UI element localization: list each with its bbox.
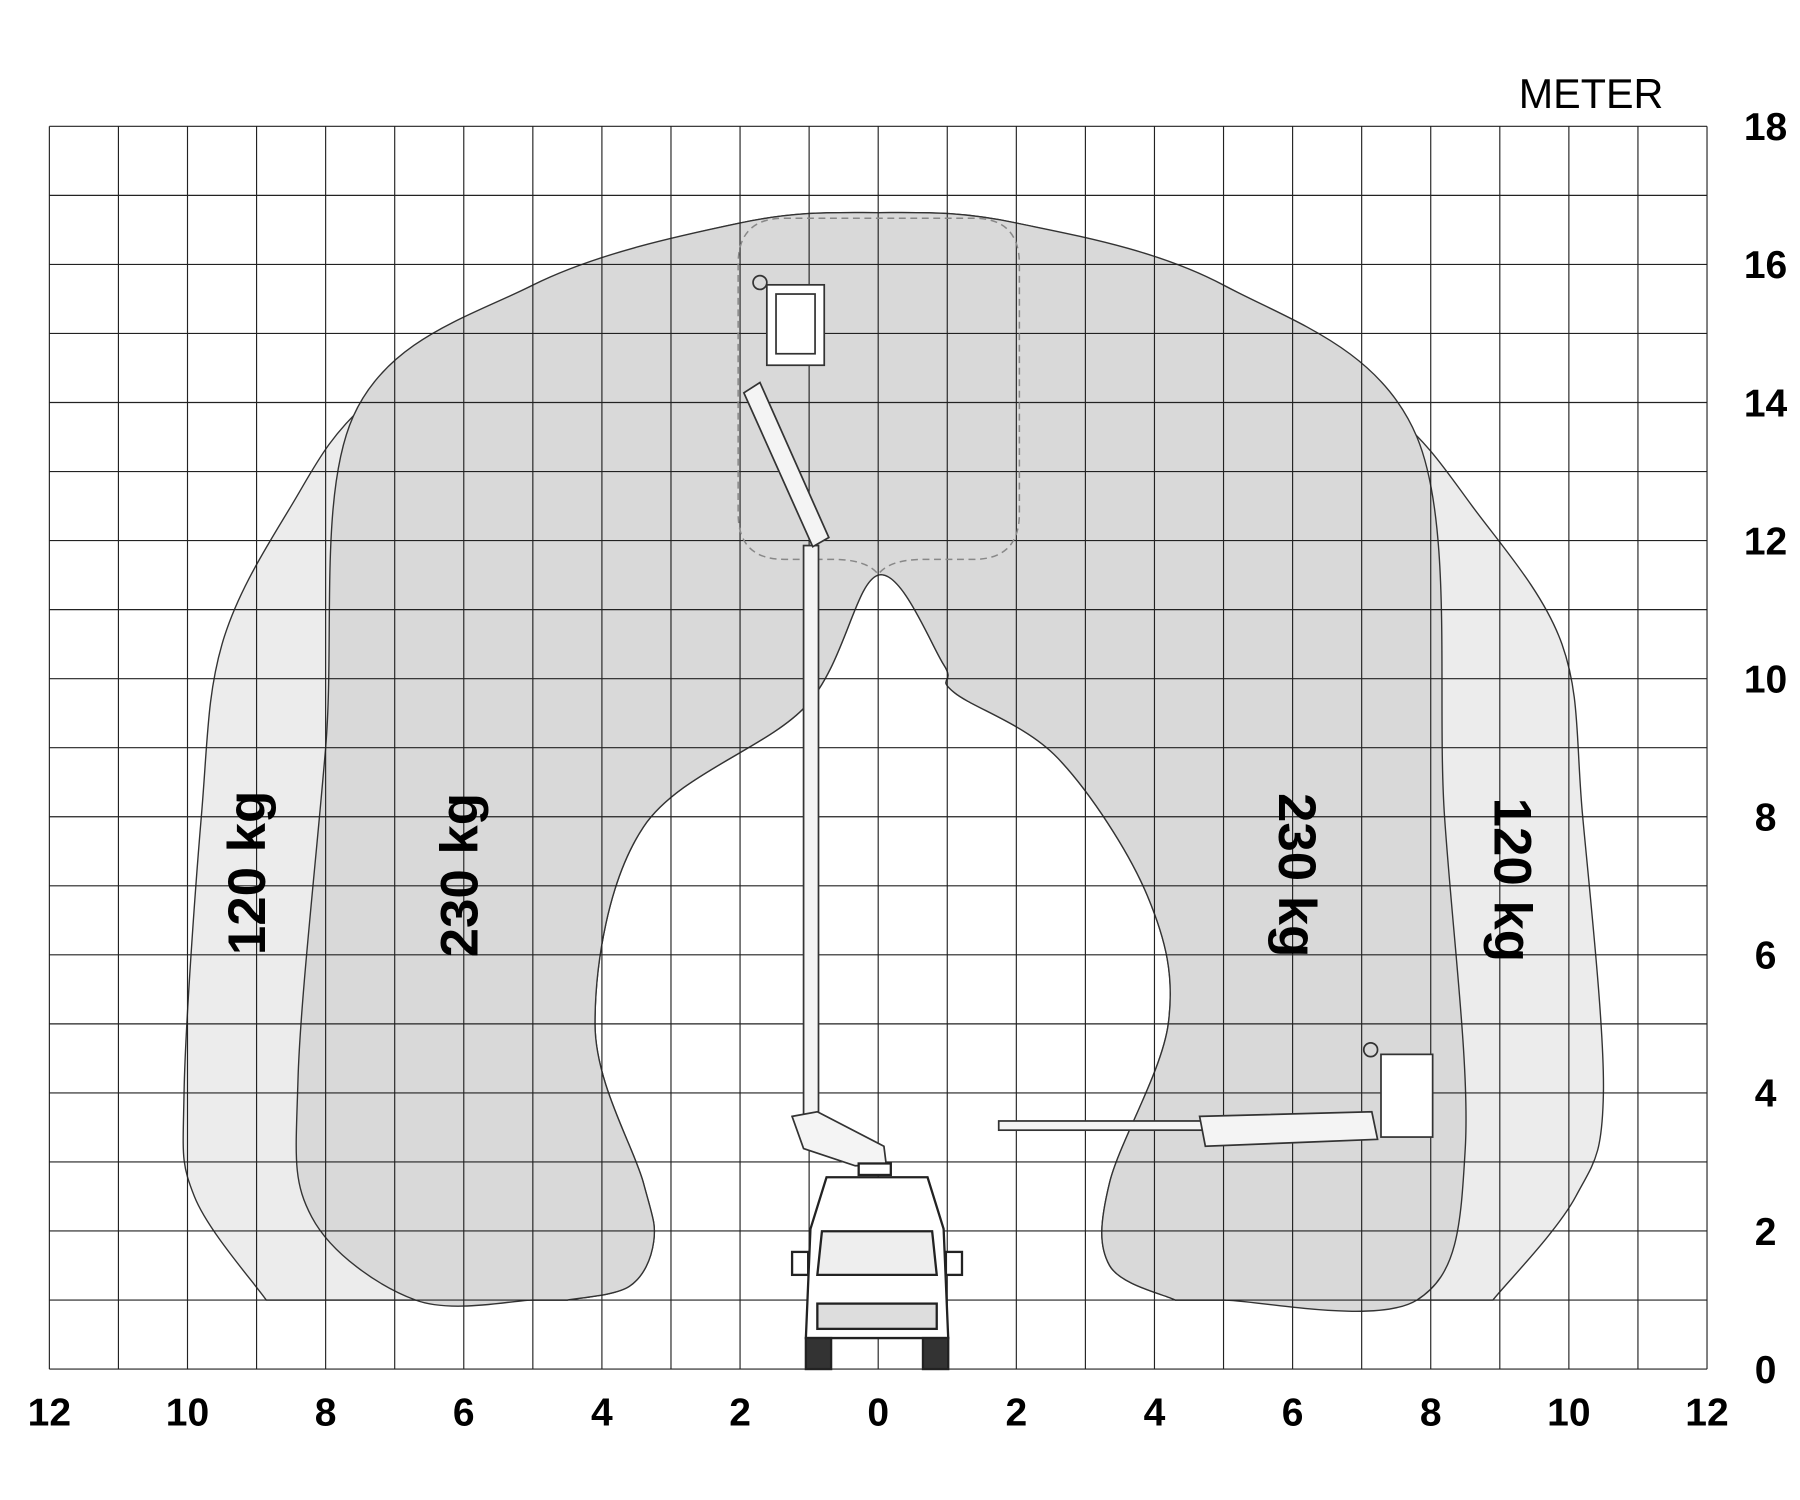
y-tick-label: 6 xyxy=(1755,935,1777,978)
zone-label-left-inner: 230 kg xyxy=(431,793,490,957)
x-tick-label: 6 xyxy=(453,1391,475,1434)
x-tick-label: 12 xyxy=(1685,1391,1728,1434)
grid-layer xyxy=(48,125,1708,1370)
x-tick-label: 4 xyxy=(591,1391,613,1434)
y-tick-label: 2 xyxy=(1755,1211,1777,1254)
y-tick-label: 18 xyxy=(1744,106,1787,149)
telescopic-boom-horizontal xyxy=(997,1120,1207,1132)
y-tick-label: 12 xyxy=(1744,520,1787,563)
telescopic-mast xyxy=(802,544,820,1127)
zones-layer xyxy=(182,211,1605,1312)
x-tick-label: 2 xyxy=(1005,1391,1027,1434)
platform-horizontal-position xyxy=(997,1042,1434,1148)
x-axis-ticks: 12 10 8 6 4 2 0 2 4 6 8 10 12 xyxy=(28,1391,1729,1434)
y-tick-label: 14 xyxy=(1744,382,1788,425)
y-tick-label: 4 xyxy=(1755,1073,1777,1116)
x-tick-label: 10 xyxy=(166,1391,209,1434)
y-tick-label: 0 xyxy=(1755,1349,1777,1392)
zone-230-kg-area xyxy=(295,211,1467,1312)
jib-arm xyxy=(742,381,830,548)
zone-label-left-outer: 120 kg xyxy=(218,791,277,955)
basket-horizontal xyxy=(1380,1053,1434,1138)
x-tick-label: 0 xyxy=(867,1391,889,1434)
x-tick-label: 8 xyxy=(1420,1391,1442,1434)
zone-label-right-inner: 230 kg xyxy=(1267,793,1326,957)
truck xyxy=(790,1162,964,1371)
zone-label-right-outer: 120 kg xyxy=(1483,798,1542,962)
x-tick-label: 4 xyxy=(1144,1391,1166,1434)
y-tick-label: 16 xyxy=(1744,244,1787,287)
y-axis-ticks: 0 2 4 6 8 10 12 14 16 18 xyxy=(1744,106,1788,1392)
turret xyxy=(790,1110,888,1167)
platform-vertical-position xyxy=(742,274,888,1167)
x-tick-label: 8 xyxy=(315,1391,337,1434)
x-tick-label: 10 xyxy=(1547,1391,1590,1434)
x-tick-label: 6 xyxy=(1282,1391,1304,1434)
x-tick-label: 12 xyxy=(28,1391,71,1434)
x-tick-label: 2 xyxy=(729,1391,751,1434)
jib-horizontal xyxy=(1198,1110,1379,1148)
y-tick-label: 10 xyxy=(1744,658,1787,701)
unit-label: METER xyxy=(1519,71,1664,117)
y-tick-label: 8 xyxy=(1755,797,1777,840)
